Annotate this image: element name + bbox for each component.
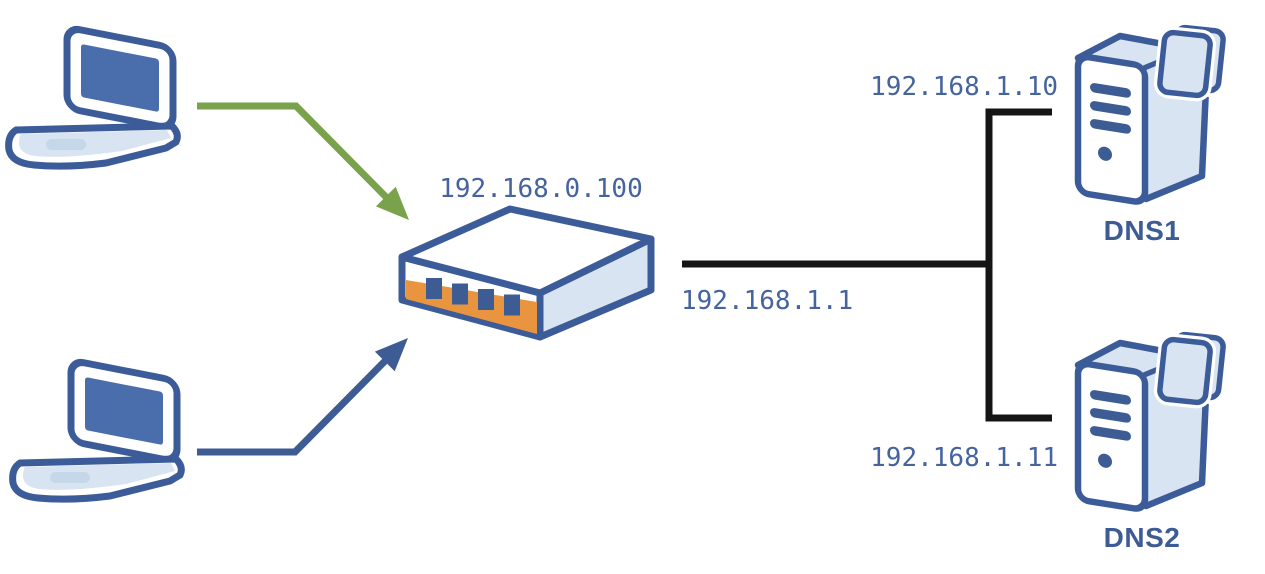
arrow-head (374, 338, 408, 372)
router-port (452, 283, 468, 305)
router-lan-ip-label: 192.168.0.100 (439, 174, 643, 204)
dns-branch-line (985, 108, 1052, 422)
server-icon-dns1 (1078, 27, 1224, 203)
router-port (426, 278, 442, 299)
dns2-ip-label: 192.168.1.11 (870, 443, 1058, 473)
dns-connector-lines (682, 108, 1052, 422)
router-port (504, 294, 520, 316)
arrow-shaft (197, 358, 388, 456)
router-icon (398, 205, 655, 341)
arrow-head (375, 186, 409, 220)
laptop-icon-client1 (9, 27, 178, 166)
arrow-shaft (197, 102, 389, 200)
blue-arrow-client2-to-router (197, 338, 408, 456)
green-arrow-client1-to-router (197, 102, 409, 220)
dns2-name-label: DNS2 (1104, 522, 1181, 553)
router-wan-ip-label: 192.168.1.1 (681, 286, 853, 316)
router-port (478, 289, 494, 310)
router-top-face (398, 205, 655, 297)
dns1-ip-label: 192.168.1.10 (870, 72, 1058, 102)
server-icon-dns2 (1078, 334, 1224, 510)
laptop-icon-client2 (13, 360, 182, 499)
dns1-name-label: DNS1 (1104, 215, 1181, 246)
